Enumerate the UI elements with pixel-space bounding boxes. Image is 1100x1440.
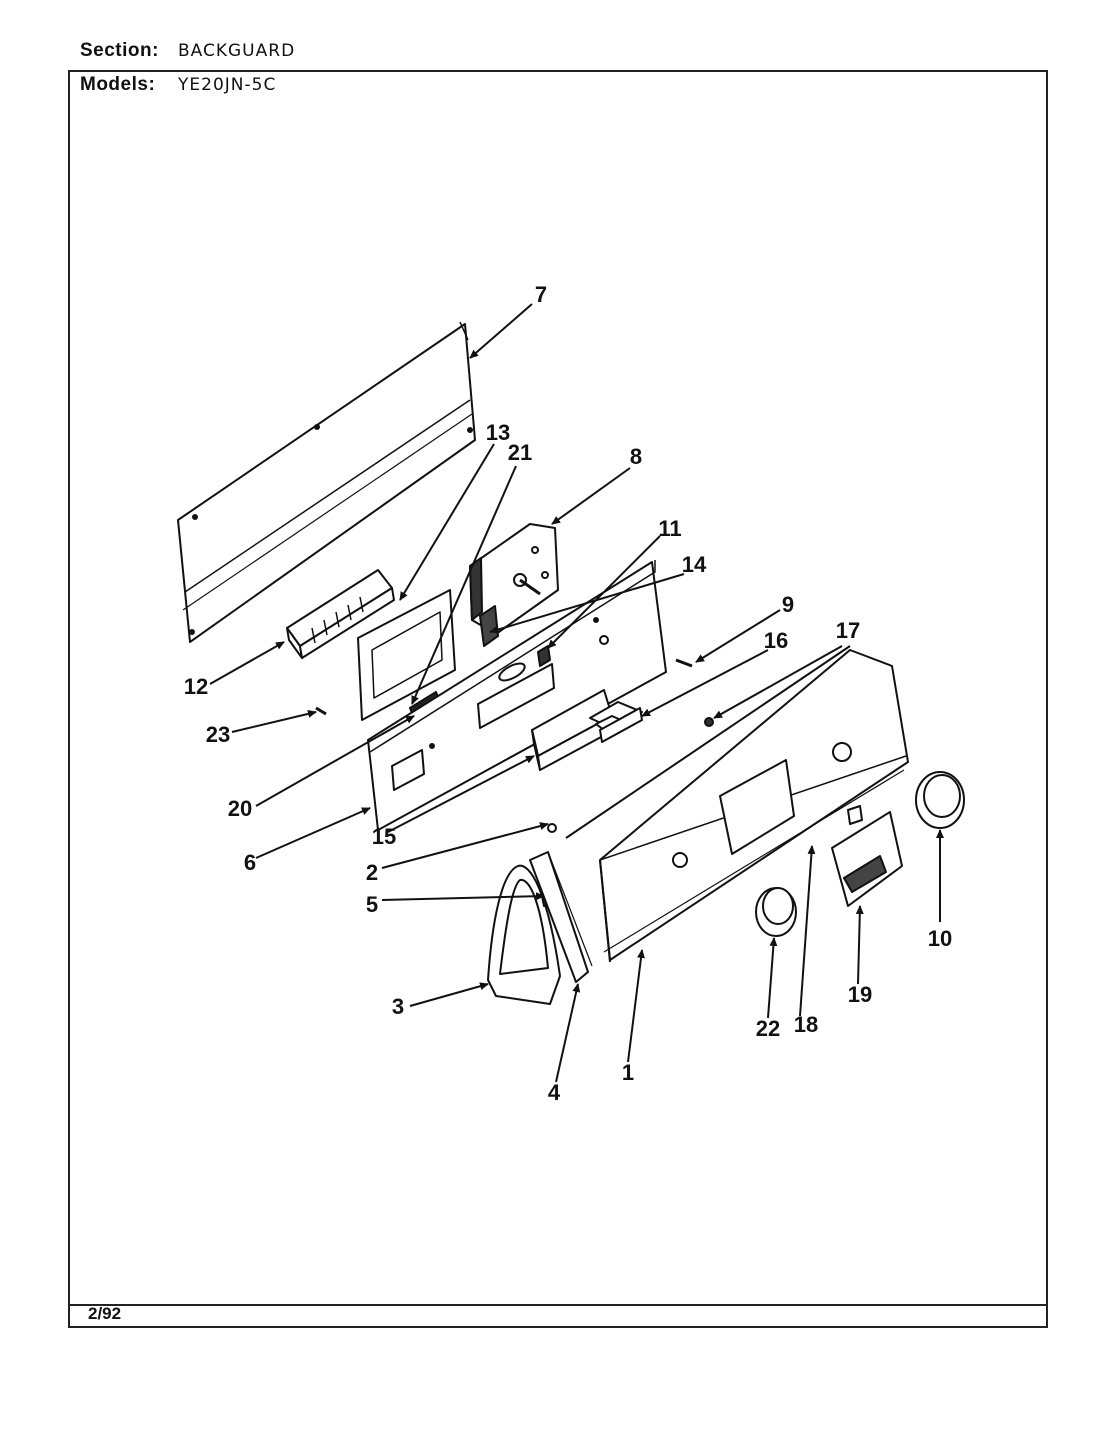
callout-7: 7 (535, 282, 547, 307)
part-buttons (589, 701, 643, 743)
section-label: Section: (80, 40, 159, 61)
part-trim (529, 851, 593, 983)
callout-21: 21 (508, 440, 532, 465)
part-display-bracket (357, 589, 456, 721)
section-value: BACKGUARD (178, 41, 296, 61)
callout-23: 23 (206, 722, 230, 747)
callout-1: 1 (622, 1060, 634, 1085)
callout-12: 12 (184, 674, 208, 699)
section-heading: Section: BACKGUARD (80, 40, 295, 62)
part-small-knob (755, 887, 797, 937)
callout-3: 3 (392, 994, 404, 1019)
revision-date: 2/92 (88, 1304, 122, 1323)
callout-5: 5 (366, 892, 378, 917)
callout-6: 6 (244, 850, 256, 875)
callout-2: 2 (366, 860, 378, 885)
callout-8: 8 (630, 444, 642, 469)
part-timer (469, 523, 559, 647)
leader-lines (209, 303, 944, 1083)
callout-17: 17 (836, 618, 860, 643)
models-value: YE20JN-5C (178, 75, 277, 95)
part-control-panel (367, 560, 667, 831)
callout-14: 14 (682, 552, 707, 577)
callout-10: 10 (928, 926, 952, 951)
callout-16: 16 (764, 628, 788, 653)
callout-18: 18 (794, 1012, 818, 1037)
diagram-frame (68, 70, 1048, 1328)
models-label: Models: (80, 74, 156, 95)
part-large-knob (915, 771, 965, 829)
part-rear-panel (177, 321, 476, 643)
callout-labels: 7 13 21 8 11 14 9 16 17 12 23 20 6 15 2 … (184, 282, 952, 1105)
part-front-console (565, 645, 909, 963)
callout-19: 19 (848, 982, 872, 1007)
models-heading: Models: YE20JN-5C (80, 74, 276, 96)
callout-20: 20 (228, 796, 252, 821)
callout-11: 11 (658, 516, 681, 541)
callout-9: 9 (782, 592, 794, 617)
callout-4: 4 (548, 1080, 561, 1105)
footer-divider (68, 1304, 1048, 1328)
callout-13: 13 (486, 420, 510, 445)
part-lens (847, 805, 863, 825)
part-screws (315, 658, 714, 833)
part-terminal-block (286, 569, 395, 659)
callout-15: 15 (372, 824, 396, 849)
part-selector-bezel (831, 811, 903, 907)
callout-22: 22 (756, 1016, 780, 1041)
